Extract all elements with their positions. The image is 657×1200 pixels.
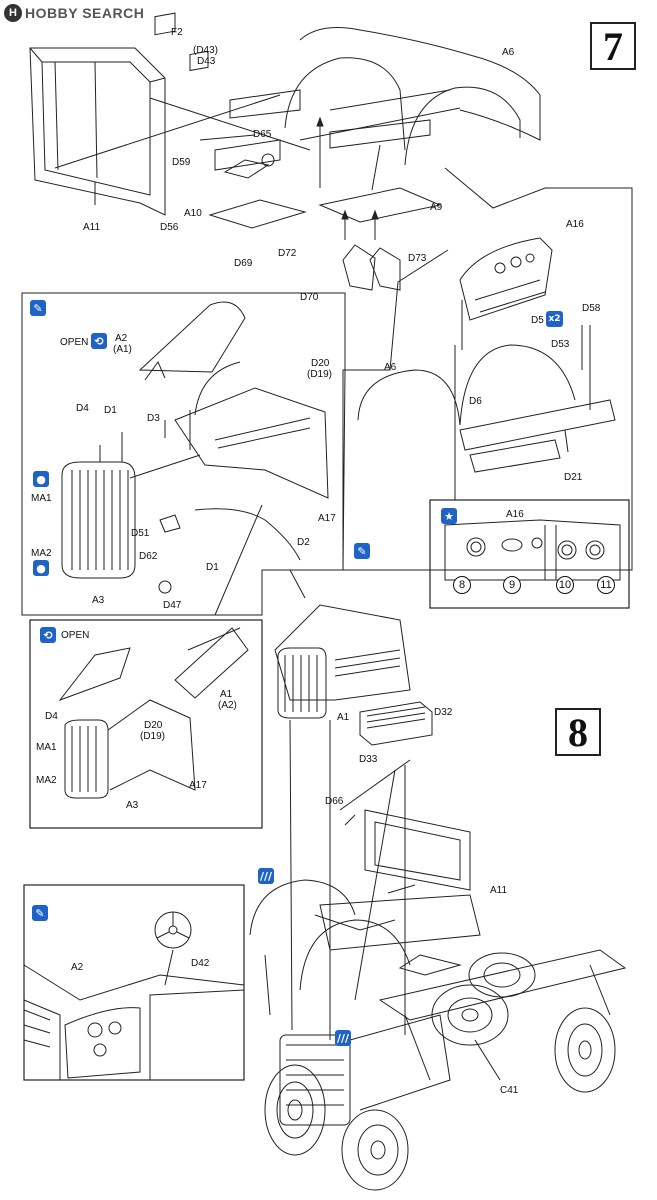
paint-brush-icon: ✎ bbox=[30, 300, 46, 316]
label-a11-step8: A11 bbox=[490, 885, 508, 896]
hinge-open-icon-inset: ⟲ bbox=[40, 627, 56, 643]
label-a17-inset: A17 bbox=[189, 780, 207, 791]
label-d62: D62 bbox=[139, 551, 158, 562]
label-d70: D70 bbox=[300, 292, 319, 303]
label-d72: D72 bbox=[278, 248, 297, 259]
label-d20-inset: D20 bbox=[144, 720, 163, 731]
label-a9: A9 bbox=[430, 202, 443, 213]
part-a11-cab-back bbox=[364, 809, 471, 891]
label-d1-lower: D1 bbox=[206, 562, 219, 573]
label-d5: D5 bbox=[531, 315, 544, 326]
label-d19-paren: (D19) bbox=[307, 369, 333, 380]
hobby-search-watermark: H HOBBY SEARCH bbox=[4, 3, 144, 23]
label-a3: A3 bbox=[92, 595, 105, 606]
label-d4-inset: D4 bbox=[45, 711, 58, 722]
label-d3: D3 bbox=[147, 413, 160, 424]
label-d6: D6 bbox=[469, 396, 482, 407]
part-a16-dashboard bbox=[459, 237, 553, 321]
callout-number-11: 11 bbox=[597, 576, 615, 594]
part-hood-side bbox=[174, 361, 329, 499]
label-d43: D43 bbox=[197, 56, 216, 67]
part-d32-seat bbox=[359, 701, 433, 746]
part-d42-steering-wheel bbox=[154, 911, 192, 949]
label-a11-top: A11 bbox=[83, 222, 101, 233]
label-d51: D51 bbox=[131, 528, 150, 539]
decal-stripe-icon-2: /// bbox=[335, 1030, 351, 1046]
label-a17: A17 bbox=[318, 513, 336, 524]
label-f2: F2 bbox=[171, 27, 183, 38]
label-d1-upper: D1 bbox=[104, 405, 117, 416]
label-a2-paren-inset: (A2) bbox=[218, 700, 237, 711]
label-a1-paren: (A1) bbox=[113, 344, 132, 355]
paint-brush-icon-right: ✎ bbox=[354, 543, 370, 559]
wheel-rear-right bbox=[554, 1007, 616, 1093]
label-d47: D47 bbox=[163, 600, 182, 611]
label-d32: D32 bbox=[434, 707, 453, 718]
label-d43-paren: (D43) bbox=[193, 45, 219, 56]
label-d66: D66 bbox=[325, 796, 344, 807]
part-a6-fenders bbox=[229, 27, 541, 166]
label-d59: D59 bbox=[172, 157, 191, 168]
part-front-hood-assembled bbox=[274, 604, 411, 719]
part-a3-grille bbox=[61, 461, 136, 579]
paint-drop-icon: ● bbox=[33, 471, 49, 487]
label-open: OPEN bbox=[60, 337, 89, 348]
label-d56: D56 bbox=[160, 222, 179, 233]
label-d33: D33 bbox=[359, 754, 378, 765]
label-d65: D65 bbox=[253, 129, 272, 140]
label-d69: D69 bbox=[234, 258, 253, 269]
step-7-number: 7 bbox=[590, 22, 636, 70]
label-ma1-inset: MA1 bbox=[36, 742, 57, 753]
wheel-spare-c41 bbox=[431, 984, 509, 1046]
label-d20: D20 bbox=[311, 358, 330, 369]
callout-number-9: 9 bbox=[503, 576, 521, 594]
wheel-rear-left bbox=[468, 952, 536, 998]
label-ma1: MA1 bbox=[31, 493, 52, 504]
label-c41: C41 bbox=[500, 1085, 519, 1096]
hobby-search-logo-icon: H bbox=[4, 4, 22, 22]
label-open-inset: OPEN bbox=[61, 630, 90, 641]
wheel-front-left bbox=[264, 1064, 326, 1156]
label-d21: D21 bbox=[564, 472, 583, 483]
label-a10: A10 bbox=[184, 208, 202, 219]
paint-drop-icon-2: ● bbox=[33, 560, 49, 576]
label-a1-inset: A1 bbox=[220, 689, 233, 700]
part-open-hood bbox=[58, 627, 249, 799]
label-d2: D2 bbox=[297, 537, 310, 548]
watermark-text: HOBBY SEARCH bbox=[25, 5, 145, 21]
label-d42: D42 bbox=[191, 958, 210, 969]
label-d58: D58 bbox=[582, 303, 601, 314]
paint-brush-icon-cab: ✎ bbox=[32, 905, 48, 921]
step-8-number: 8 bbox=[555, 708, 601, 756]
star-icon: ★ bbox=[441, 508, 457, 524]
wheel-front-right bbox=[341, 1109, 409, 1191]
label-a2-cab: A2 bbox=[71, 962, 84, 973]
part-a2-hood-top bbox=[138, 301, 246, 381]
callout-number-8: 8 bbox=[453, 576, 471, 594]
label-d53: D53 bbox=[551, 339, 570, 350]
label-a6-right: A6 bbox=[384, 362, 397, 373]
label-a16-inset: A16 bbox=[506, 509, 524, 520]
part-a11-frame bbox=[29, 47, 166, 216]
label-a1-step8: A1 bbox=[337, 712, 350, 723]
part-cab-interior bbox=[23, 964, 245, 1081]
label-a16: A16 bbox=[566, 219, 584, 230]
label-a3-inset: A3 bbox=[126, 800, 139, 811]
label-d4: D4 bbox=[76, 403, 89, 414]
chassis-body bbox=[249, 879, 627, 1126]
label-a2: A2 bbox=[115, 333, 128, 344]
callout-number-10: 10 bbox=[556, 576, 574, 594]
quantity-badge: x2 bbox=[546, 311, 563, 327]
label-ma2: MA2 bbox=[31, 548, 52, 559]
label-d19-paren-inset: (D19) bbox=[140, 731, 166, 742]
part-a6-fender-right bbox=[357, 344, 616, 473]
label-d73: D73 bbox=[408, 253, 427, 264]
decal-stripe-icon: /// bbox=[258, 868, 274, 884]
label-a6-top: A6 bbox=[502, 47, 515, 58]
label-ma2-inset: MA2 bbox=[36, 775, 57, 786]
hinge-open-icon: ⟲ bbox=[91, 333, 107, 349]
